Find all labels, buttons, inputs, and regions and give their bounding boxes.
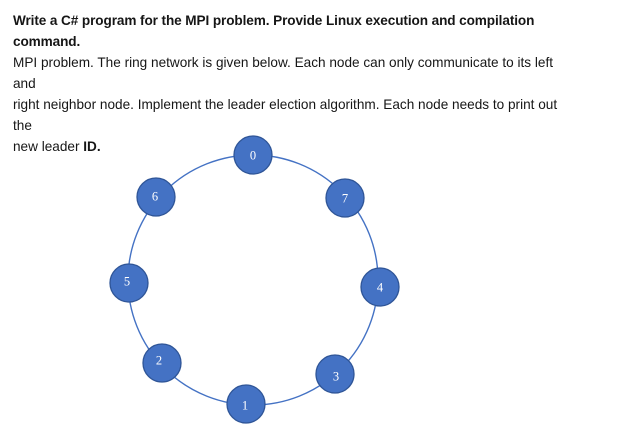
node-1: 1 [226,384,266,424]
node-6: 6 [136,177,176,217]
node-2: 2 [142,343,182,383]
node-1-label: 1 [242,398,248,412]
node-1-circle [226,384,266,424]
node-0-label: 0 [250,148,256,162]
problem-body-line-3-bold-text: ID. [83,139,101,154]
node-4-circle [360,267,400,307]
node-2-circle [142,343,182,383]
node-4-label: 4 [377,280,384,294]
problem-body-line-2: right neighbor node. Implement the leade… [13,97,558,133]
node-7: 7 [325,178,365,218]
problem-heading: Write a C# program for the MPI problem. … [13,13,535,49]
problem-body-line-1: MPI problem. The ring network is given b… [13,55,553,91]
node-3-label: 3 [333,369,339,383]
node-6-label: 6 [152,189,158,203]
node-6-circle [136,177,176,217]
node-3-circle [315,354,355,394]
problem-statement: Write a C# program for the MPI problem. … [13,10,573,157]
node-5-label: 5 [124,274,130,288]
problem-body-line-3-text: new leader [13,139,84,154]
problem-body-line-3: new leader ID. [13,136,573,157]
node-0-circle [233,135,273,175]
node-2-label: 2 [156,353,162,367]
node-5-circle [109,263,149,303]
node-7-circle [325,178,365,218]
node-3: 3 [315,354,355,394]
node-0: 0 [233,135,273,175]
node-7-label: 7 [342,191,348,205]
node-4: 4 [360,267,400,307]
node-5: 5 [109,263,149,303]
